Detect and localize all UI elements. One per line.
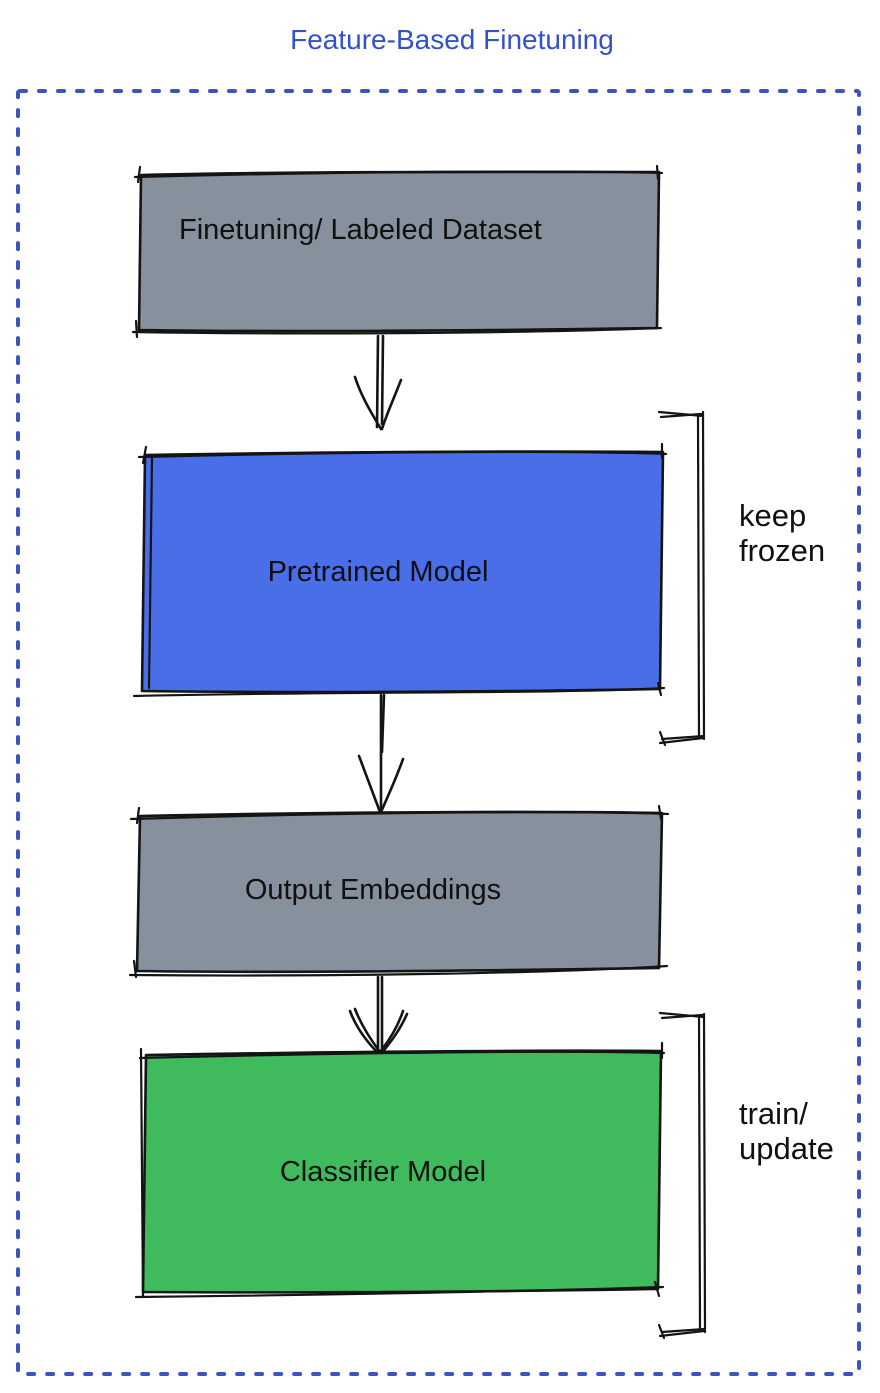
bracket-serif — [657, 1323, 666, 1340]
bracket-top-tick — [657, 410, 705, 418]
bracket-bottom-tick — [658, 736, 705, 745]
arrow-head — [378, 1009, 405, 1054]
bracket-vertical — [696, 413, 701, 739]
annotation-line: keep — [739, 498, 807, 533]
box-corner-tick — [141, 445, 148, 465]
box-fill — [135, 810, 664, 974]
arrow-shaft — [380, 334, 385, 426]
bracket-bottom-tick — [660, 734, 706, 741]
box-overdraw-top — [133, 170, 664, 179]
bracket-keep-frozen — [657, 410, 706, 747]
box-overdraw-top — [137, 450, 668, 459]
node-label-pretrained-model: Pretrained Model — [267, 556, 489, 588]
arrow-head — [380, 378, 403, 431]
arrow-shaft — [375, 334, 380, 429]
arrow-head — [357, 754, 382, 814]
node-box-output-embeddings — [128, 804, 670, 979]
arrow-head — [353, 375, 383, 431]
bracket-bottom-tick — [658, 1329, 706, 1338]
annotation-train-update: train/ update — [739, 1096, 834, 1166]
arrow-dataset-to-pretrained — [353, 334, 403, 431]
box-corner-tick — [136, 165, 142, 184]
annotation-line: frozen — [739, 533, 826, 568]
box-overdraw-left — [139, 1047, 145, 1298]
box-fill — [137, 170, 661, 333]
node-box-pretrained-model — [132, 442, 668, 698]
node-label-output-embeddings: Output Embeddings — [244, 874, 502, 906]
box-overdraw-top — [138, 1050, 666, 1060]
box-overdraw-bottom — [128, 964, 669, 977]
arrow-pretrained-to-embeddings — [357, 693, 405, 814]
arrow-head — [353, 1007, 382, 1054]
bracket-bottom-tick — [660, 1327, 707, 1334]
bracket-train-update — [657, 1011, 707, 1340]
bracket-vertical — [702, 1012, 707, 1334]
bracket-vertical — [701, 410, 706, 741]
box-corner-tick — [653, 1280, 661, 1298]
arrow-head — [379, 757, 405, 814]
box-overdraw-left — [147, 456, 154, 690]
bracket-serif — [658, 730, 667, 747]
bracket-vertical — [697, 1014, 702, 1332]
box-overdraw-bottom — [132, 686, 666, 698]
bracket-top-tick — [658, 1011, 706, 1019]
box-overdraw-top — [129, 811, 670, 821]
box-corner-tick — [135, 806, 141, 825]
box-overdraw-bottom — [134, 1285, 665, 1299]
arrow-head — [348, 1009, 381, 1056]
node-label-classifier-model: Classifier Model — [279, 1156, 487, 1188]
node-box-classifier-model — [134, 1041, 666, 1299]
box-corner-tick — [655, 164, 660, 181]
annotation-line: update — [739, 1131, 834, 1166]
dashed-frame — [16, 89, 861, 1376]
box-corner-tick — [134, 319, 139, 339]
arrow-head — [379, 1012, 409, 1056]
arrow-embeddings-to-classifier — [348, 975, 409, 1056]
dashed-frame-rect — [16, 89, 861, 1376]
box-corner-tick — [656, 681, 663, 697]
diagram-title: Feature-Based Finetuning — [290, 24, 614, 55]
node-box-finetuning-dataset — [131, 164, 664, 339]
annotation-line: train/ — [739, 1096, 808, 1131]
annotation-keep-frozen: keep frozen — [739, 498, 825, 568]
arrow-shaft — [380, 693, 386, 754]
box-corner-tick — [132, 959, 138, 979]
box-corner-tick — [657, 804, 663, 821]
box-overdraw-bottom — [131, 326, 663, 335]
node-label-finetuning-dataset: Finetuning/ Labeled Dataset — [179, 214, 542, 246]
